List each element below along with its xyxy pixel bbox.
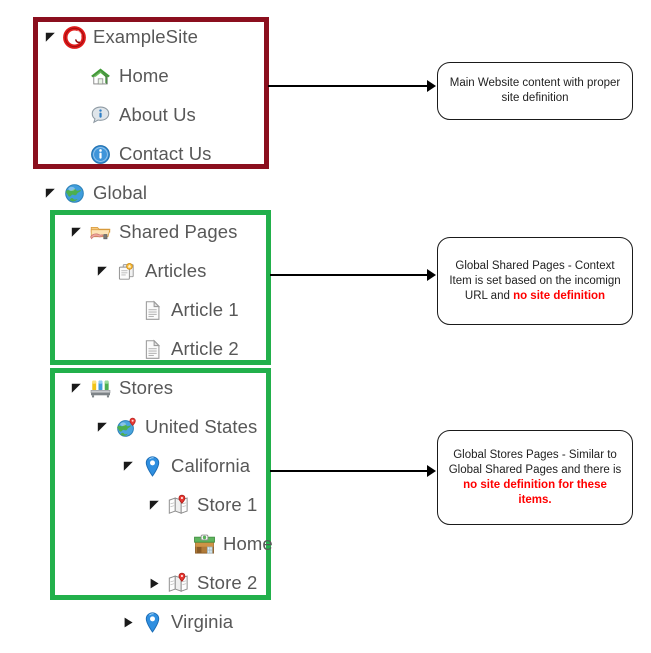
callout-emphasis-text: no site definition for these xyxy=(463,478,607,491)
tree-node-label: ExampleSite xyxy=(93,25,198,47)
green-house-icon xyxy=(88,64,112,88)
green-box-stores xyxy=(50,368,271,600)
callout-plain-text: Item is set based on the incomign xyxy=(449,274,621,287)
map-pin-icon xyxy=(140,454,164,478)
store-building-icon xyxy=(192,532,216,556)
tree-node-label: Store 1 xyxy=(197,493,258,515)
collapse-triangle-icon[interactable] xyxy=(94,419,110,435)
tree-node-label: Article 1 xyxy=(171,298,239,320)
tree-node-articles[interactable]: Articles xyxy=(94,252,206,290)
document-icon xyxy=(140,337,164,361)
globe-icon xyxy=(62,181,86,205)
globe-pin-icon xyxy=(114,415,138,439)
document-icon xyxy=(140,298,164,322)
tree-node-label: Global xyxy=(93,181,148,203)
tree-node-united-states[interactable]: United States xyxy=(94,408,257,446)
arrow-head xyxy=(427,80,436,92)
tree-node-home[interactable]: Home xyxy=(68,57,169,95)
store-shelf-icon xyxy=(88,376,112,400)
collapse-triangle-icon[interactable] xyxy=(146,497,162,513)
callout-plain-text: Global Shared Pages - Context xyxy=(455,259,615,272)
callout-emphasis-text: no site definition xyxy=(513,289,606,302)
red-box-examplesite xyxy=(33,17,269,169)
map-marker-folded-icon xyxy=(166,571,190,595)
callout-main-website: Main Website content with proper site def… xyxy=(437,62,633,120)
tree-node-label: Home xyxy=(223,532,273,554)
tree-node-article-2[interactable]: Article 2 xyxy=(120,330,239,368)
callout-emphasis-text: items. xyxy=(518,493,552,506)
tree-node-label: Article 2 xyxy=(171,337,239,359)
arrow-to-main-website xyxy=(268,80,436,92)
collapse-triangle-icon[interactable] xyxy=(42,29,58,45)
callout-plain-text: site definition xyxy=(501,92,569,104)
map-pin-icon xyxy=(140,610,164,634)
map-marker-folded-icon xyxy=(166,493,190,517)
tree-node-store-1-home[interactable]: Home xyxy=(172,525,273,563)
callout-text: Global Stores Pages - Similar to Global S… xyxy=(449,448,622,508)
arrow-head xyxy=(427,465,436,477)
tree-node-label: Virginia xyxy=(171,610,234,632)
callout-plain-text: Main Website content with proper xyxy=(449,77,621,89)
callout-plain-text: URL and xyxy=(464,289,514,302)
tree-node-california[interactable]: California xyxy=(120,447,250,485)
callout-plain-text: Global Shared Pages and there is xyxy=(448,463,622,476)
shared-folder-icon xyxy=(88,220,112,244)
callout-global-stores-pages: Global Stores Pages - Similar to Global S… xyxy=(437,430,633,525)
tree-node-about-us[interactable]: About Us xyxy=(68,96,196,134)
green-box-shared-pages xyxy=(50,210,271,365)
info-circle-icon xyxy=(88,142,112,166)
arrow-to-stores xyxy=(270,465,436,477)
tree-node-contact-us[interactable]: Contact Us xyxy=(68,135,212,173)
collapse-triangle-icon[interactable] xyxy=(68,224,84,240)
arrow-shaft xyxy=(270,470,428,472)
tree-node-label: Home xyxy=(119,64,169,86)
tree-node-store-1[interactable]: Store 1 xyxy=(146,486,257,524)
tree-node-virginia[interactable]: Virginia xyxy=(120,603,233,641)
tree-node-label: Stores xyxy=(119,376,174,398)
tree-node-examplesite[interactable]: ExampleSite xyxy=(42,18,198,56)
collapse-triangle-icon[interactable] xyxy=(68,380,84,396)
articles-stack-icon xyxy=(114,259,138,283)
tree-node-label: Store 2 xyxy=(197,571,258,593)
expand-triangle-icon[interactable] xyxy=(146,575,162,591)
arrow-shaft xyxy=(270,274,428,276)
sitecore-site-icon xyxy=(62,25,86,49)
callout-plain-text: Global Stores Pages - Similar to xyxy=(453,448,617,461)
tree-node-store-2[interactable]: Store 2 xyxy=(146,564,257,602)
arrow-head xyxy=(427,269,436,281)
expand-triangle-icon[interactable] xyxy=(120,614,136,630)
tree-node-label: United States xyxy=(145,415,258,437)
tree-node-shared-pages[interactable]: Shared Pages xyxy=(68,213,237,251)
callout-text: Main Website content with proper site def… xyxy=(450,76,620,106)
tree-node-label: Shared Pages xyxy=(119,220,238,242)
tree-node-stores[interactable]: Stores xyxy=(68,369,173,407)
tree-node-label: About Us xyxy=(119,103,196,125)
collapse-triangle-icon[interactable] xyxy=(94,263,110,279)
arrow-to-shared-pages xyxy=(270,269,436,281)
tree-node-label: California xyxy=(171,454,251,476)
collapse-triangle-icon[interactable] xyxy=(42,185,58,201)
tree-node-label: Articles xyxy=(145,259,207,281)
tree-node-global[interactable]: Global xyxy=(42,174,147,212)
arrow-shaft xyxy=(268,85,428,87)
tree-node-article-1[interactable]: Article 1 xyxy=(120,291,239,329)
tree-node-label: Contact Us xyxy=(119,142,212,164)
info-bubble-icon xyxy=(88,103,112,127)
collapse-triangle-icon[interactable] xyxy=(120,458,136,474)
